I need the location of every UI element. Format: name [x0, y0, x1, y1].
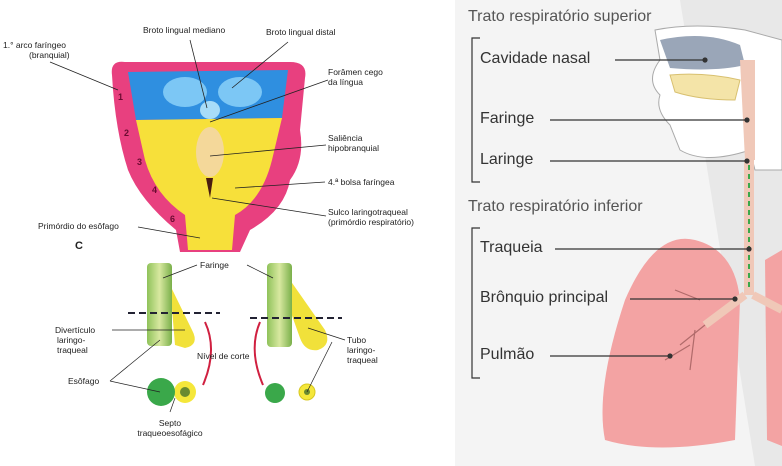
pointer-lines [550, 57, 752, 359]
left-foregut-tube [147, 263, 172, 346]
esophagus-section-right [265, 383, 285, 403]
arch-number: 6 [170, 214, 175, 224]
leader-lines [49, 39, 329, 239]
respiratory-illustration [471, 0, 782, 466]
label-lung: Pulmão [480, 346, 535, 363]
embryo-illustration: 1 2 3 4 6 [49, 39, 346, 413]
nasal-cavity [660, 36, 745, 70]
label-trachea: Traqueia [480, 239, 543, 256]
right-lung [765, 250, 782, 446]
hypobranchial-eminence [196, 127, 224, 177]
label-median-lingual-bud: Broto lingual mediano [143, 25, 226, 35]
respiratory-tract-figure: Trato respiratório superior Cavidade nas… [455, 0, 782, 466]
main-bronchi [702, 291, 782, 329]
label-esophagus: Esôfago [68, 376, 100, 386]
median-lingual-bud [200, 101, 220, 119]
label-pharynx: Faringe [480, 110, 535, 127]
pharynx [740, 60, 755, 160]
arch-number: 1 [118, 92, 123, 102]
trachea [744, 160, 754, 295]
esophagus-section-left [147, 378, 175, 406]
arch-number: 2 [124, 128, 129, 138]
label-cut-level: Nível de corte [197, 351, 250, 361]
cut-arrow-left [202, 321, 213, 386]
panel-letter: C [75, 240, 83, 252]
right-laryngotracheal-tube [290, 280, 328, 351]
label-first-arch: 1.° arco faríngeo(branquial) [3, 40, 70, 60]
label-pharynx: Faringe [200, 260, 229, 270]
brackets [471, 37, 480, 379]
left-lung [602, 238, 740, 448]
arch-number: 4 [152, 185, 157, 195]
lower-tract-title: Trato respiratório inferior [468, 198, 643, 215]
label-laryngotracheal-groove: Sulco laringotraqueal(primórdio respirat… [328, 207, 414, 227]
right-foregut-tube [267, 263, 292, 347]
distal-lingual-bud-right [218, 77, 262, 107]
distal-lingual-bud-left [163, 77, 207, 107]
label-distal-lingual-bud: Broto lingual distal [266, 27, 336, 37]
label-fourth-pouch: 4.ª bolsa faríngea [328, 177, 395, 187]
bronchial-tree [664, 289, 706, 371]
label-esophagus-primordium: Primórdio do esôfago [38, 221, 119, 231]
upper-tract-title: Trato respiratório superior [468, 8, 652, 25]
pharyngeal-development-figure: 1 2 3 4 6 [3, 25, 414, 438]
label-larynx: Laringe [480, 151, 534, 168]
laryngotracheal-groove [206, 178, 213, 198]
cut-arrow-right [253, 321, 264, 386]
arch-number: 3 [137, 157, 142, 167]
label-main-bronchus: Brônquio principal [480, 289, 609, 306]
label-nasal-cavity: Cavidade nasal [480, 50, 591, 67]
palate [669, 73, 741, 101]
left-diverticulum [170, 285, 195, 348]
